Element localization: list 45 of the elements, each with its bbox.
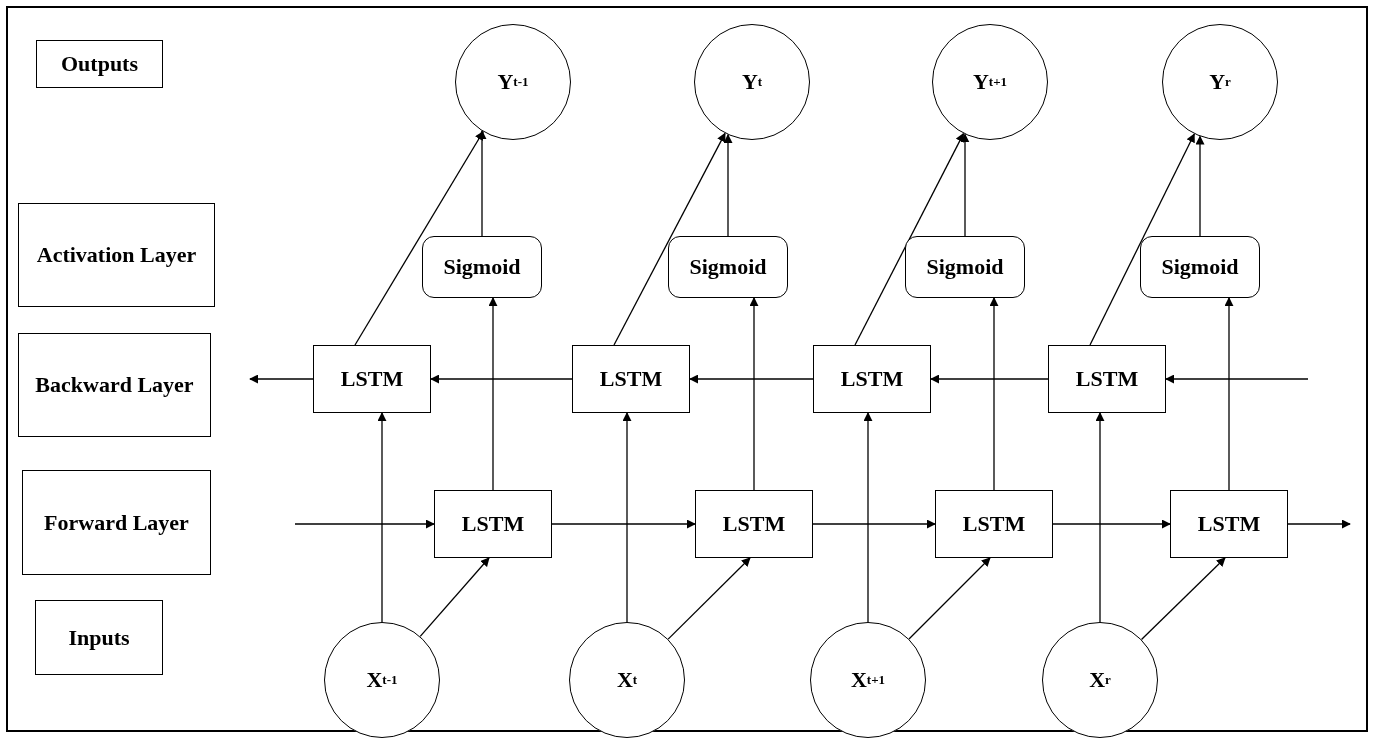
arrow: [1165, 374, 1309, 384]
lstm-cell: LSTM: [813, 345, 931, 413]
arrow: [377, 412, 387, 623]
layer-label: Backward Layer: [18, 333, 211, 437]
arrow: [812, 519, 936, 529]
arrow: [689, 374, 814, 384]
arrow: [430, 374, 573, 384]
lstm-cell: LSTM: [572, 345, 690, 413]
layer-label: Outputs: [36, 40, 163, 88]
arrow: [551, 519, 696, 529]
arrow: [622, 412, 632, 623]
layer-label: Forward Layer: [22, 470, 211, 575]
sigmoid-box: Sigmoid: [905, 236, 1025, 298]
arrow: [908, 557, 991, 640]
arrow: [1224, 297, 1234, 491]
arrow: [613, 132, 726, 346]
arrow: [1089, 133, 1195, 346]
arrow: [488, 297, 498, 491]
lstm-cell: LSTM: [935, 490, 1053, 558]
arrow: [1195, 135, 1205, 237]
arrow: [989, 297, 999, 491]
arrow: [1140, 557, 1226, 641]
arrow: [930, 374, 1049, 384]
sigmoid-box: Sigmoid: [668, 236, 788, 298]
arrow: [863, 412, 873, 623]
arrow: [249, 374, 314, 384]
arrow: [723, 133, 733, 237]
layer-label: Inputs: [35, 600, 163, 675]
arrow: [1052, 519, 1171, 529]
lstm-cell: LSTM: [313, 345, 431, 413]
lstm-cell: LSTM: [434, 490, 552, 558]
arrow: [1287, 519, 1351, 529]
arrow: [667, 557, 751, 640]
arrow: [749, 297, 759, 491]
sigmoid-box: Sigmoid: [422, 236, 542, 298]
sigmoid-box: Sigmoid: [1140, 236, 1260, 298]
arrow: [294, 519, 435, 529]
layer-label: Activation Layer: [18, 203, 215, 307]
lstm-cell: LSTM: [695, 490, 813, 558]
arrow: [854, 132, 965, 346]
lstm-cell: LSTM: [1048, 345, 1166, 413]
lstm-cell: LSTM: [1170, 490, 1288, 558]
arrow: [1095, 412, 1105, 623]
arrow: [354, 130, 484, 346]
arrow: [419, 557, 490, 638]
